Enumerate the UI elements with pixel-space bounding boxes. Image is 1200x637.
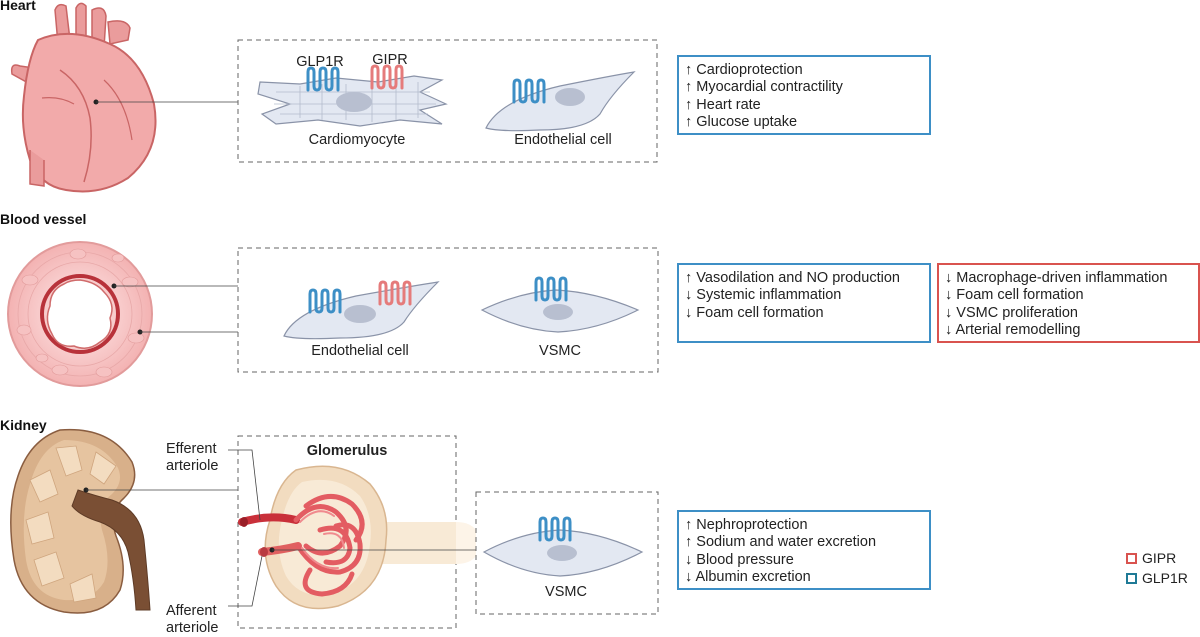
legend-label: GLP1R — [1142, 570, 1188, 586]
heart-illustration — [10, 2, 157, 193]
blood-vessel-title: Blood vessel — [0, 211, 87, 227]
gipr-swatch-icon — [1126, 552, 1137, 564]
glomerulus-label: Glomerulus — [306, 443, 388, 459]
vessel-cells-frame — [237, 247, 659, 373]
heart-title: Heart — [0, 0, 36, 13]
glomerulus-frame — [237, 435, 457, 629]
efferent-line-1: Efferent — [166, 441, 217, 457]
afferent-pointer — [228, 555, 263, 607]
heart-glp1r-effects-box: ↑ Cardioprotection ↑ Myocardial contract… — [677, 55, 931, 135]
glomerulus-illustration — [238, 465, 476, 610]
kidney-title: Kidney — [0, 417, 47, 433]
effect-item: ↓ Systemic inflammation — [685, 287, 842, 304]
heart-endothelial-label: Endothelial cell — [514, 132, 612, 148]
vessel-endothelial-label: Endothelial cell — [311, 343, 409, 359]
effect-item: ↓ Foam cell formation — [685, 304, 824, 321]
effect-item: ↓ Arterial remodelling — [945, 322, 1081, 339]
effect-item: ↓ Foam cell formation — [945, 287, 1084, 304]
legend-item-gipr: GIPR — [1126, 548, 1188, 568]
cardiomyocyte-label: Cardiomyocyte — [308, 132, 406, 148]
glp1r-swatch-icon — [1126, 572, 1137, 584]
kidney-illustration — [10, 428, 151, 614]
kidney-vsmc-label: VSMC — [545, 584, 587, 600]
blood-vessel-illustration — [7, 241, 153, 387]
legend-label: GIPR — [1142, 550, 1177, 566]
effect-item: ↓ Blood pressure — [685, 551, 794, 568]
efferent-arteriole-label: Efferent arteriole — [166, 441, 218, 475]
heart-cells-frame — [237, 39, 658, 163]
efferent-line-2: arteriole — [166, 458, 219, 474]
legend-item-glp1r: GLP1R — [1126, 568, 1188, 588]
effect-item: ↑ Sodium and water excretion — [685, 534, 877, 551]
effect-item: ↓ VSMC proliferation — [945, 304, 1078, 321]
effect-item: ↓ Macrophage-driven inflammation — [945, 270, 1168, 286]
effect-item: ↑ Cardioprotection — [685, 62, 803, 78]
effect-item: ↑ Nephroprotection — [685, 517, 808, 533]
vessel-endothelial-cell — [283, 280, 440, 340]
kidney-glp1r-effects-box: ↑ Nephroprotection ↑ Sodium and water ex… — [677, 510, 931, 590]
gipr-label: GIPR — [372, 52, 408, 68]
effect-item: ↑ Heart rate — [685, 96, 761, 113]
afferent-line-1: Afferent — [166, 603, 217, 619]
afferent-line-2: arteriole — [166, 620, 219, 636]
kidney-vsmc-frame — [475, 491, 659, 615]
vessel-gipr-effects-box: ↓ Macrophage-driven inflammation ↓ Foam … — [937, 263, 1200, 343]
effect-item: ↑ Glucose uptake — [685, 114, 798, 131]
legend: GIPR GLP1R — [1126, 548, 1188, 588]
effect-item: ↓ Albumin excretion — [685, 569, 811, 586]
vessel-vsmc-label: VSMC — [539, 343, 581, 359]
afferent-arteriole-label: Afferent arteriole — [166, 603, 218, 637]
efferent-pointer — [228, 449, 261, 521]
heart-endothelial-cell — [485, 71, 636, 132]
effect-item: ↑ Myocardial contractility — [685, 79, 843, 96]
vessel-vsmc-cell — [480, 276, 640, 333]
effect-item: ↑ Vasodilation and NO production — [685, 270, 900, 286]
vessel-glp1r-effects-box: ↑ Vasodilation and NO production ↓ Syste… — [677, 263, 931, 343]
cardiomyocyte-cell — [257, 64, 448, 127]
kidney-vsmc-cell — [482, 516, 644, 577]
glp1r-label: GLP1R — [296, 54, 344, 70]
